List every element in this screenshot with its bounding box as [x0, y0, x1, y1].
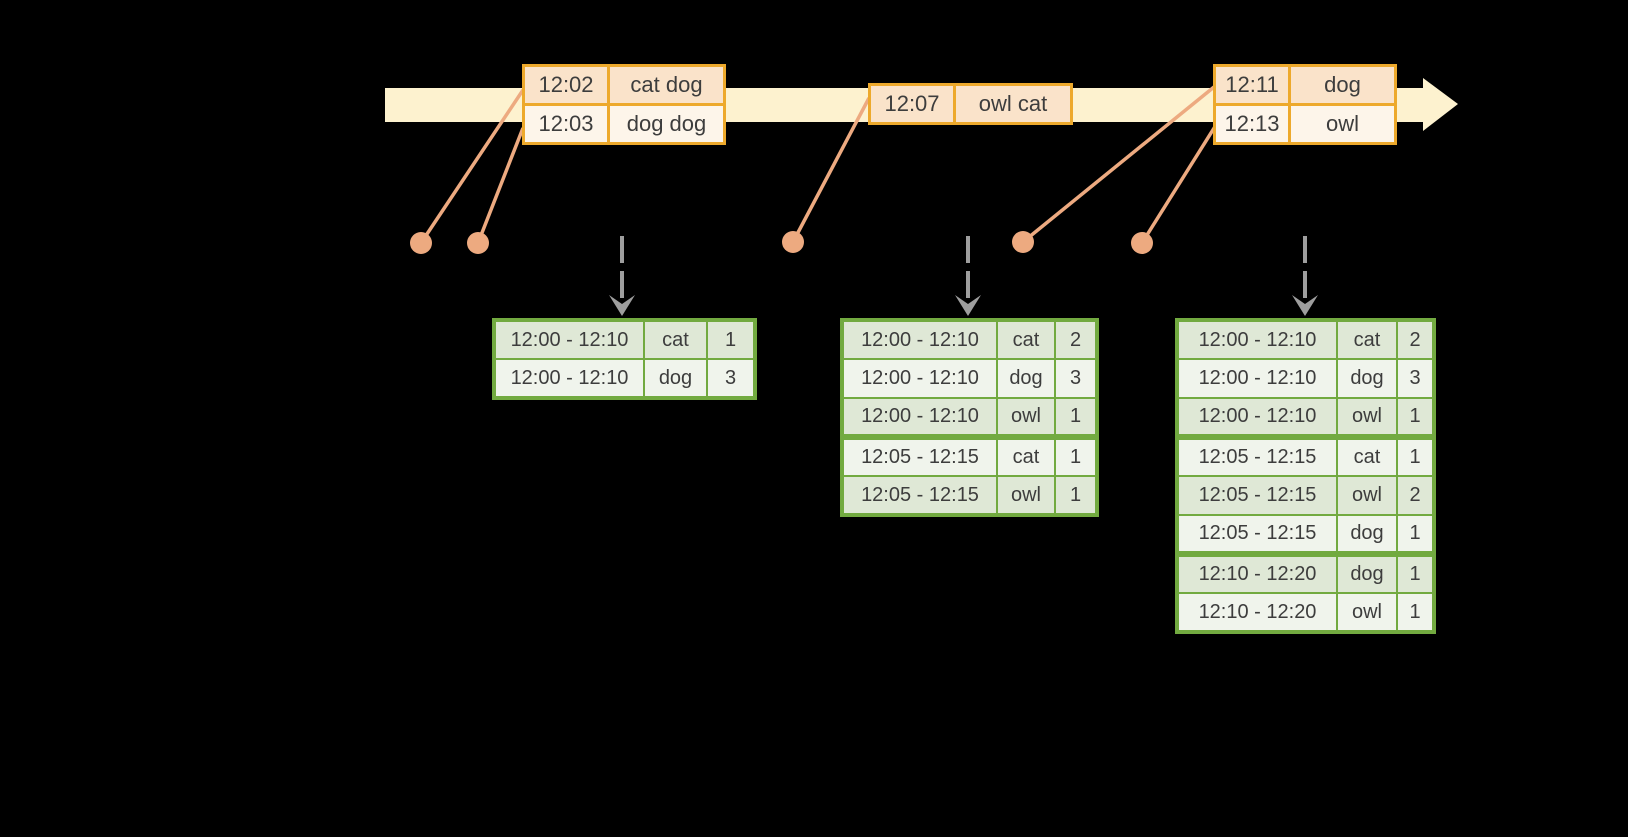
window-cell: 12:05 - 12:15 [1176, 434, 1338, 477]
event-connector-line-4 [1021, 85, 1216, 244]
event-time-cell: 12:13 [1213, 103, 1291, 145]
event-dot-4 [1012, 231, 1034, 253]
event-dot-2 [467, 232, 489, 254]
event-words-cell: owl [1288, 103, 1397, 145]
window-cell: 12:00 - 12:10 [1176, 358, 1338, 399]
window-cell: 12:05 - 12:15 [841, 434, 998, 477]
window-cell: 12:00 - 12:10 [841, 397, 998, 438]
word-cell: owl [996, 397, 1056, 438]
count-cell: 1 [1396, 551, 1435, 594]
event-time-cell: 12:03 [522, 103, 610, 145]
word-cell: dog [1336, 551, 1398, 594]
word-cell: owl [1336, 592, 1398, 633]
count-cell: 3 [706, 358, 756, 399]
count-cell: 1 [1396, 514, 1435, 555]
event-connector-line-2 [476, 127, 525, 244]
count-cell: 2 [1054, 319, 1098, 360]
word-cell: owl [1336, 475, 1398, 516]
window-cell: 12:00 - 12:10 [841, 358, 998, 399]
count-cell: 1 [1054, 475, 1098, 516]
window-cell: 12:05 - 12:15 [1176, 475, 1338, 516]
window-cell: 12:05 - 12:15 [841, 475, 998, 516]
word-cell: cat [643, 319, 708, 360]
word-cell: owl [996, 475, 1056, 516]
event-time-cell: 12:11 [1213, 64, 1291, 106]
word-cell: cat [1336, 434, 1398, 477]
count-cell: 1 [1396, 397, 1435, 438]
event-dot-3 [782, 231, 804, 253]
word-cell: dog [643, 358, 708, 399]
count-cell: 1 [706, 319, 756, 360]
word-cell: cat [1336, 319, 1398, 360]
count-cell: 1 [1054, 434, 1098, 477]
word-cell: dog [1336, 514, 1398, 555]
window-cell: 12:10 - 12:20 [1176, 592, 1338, 633]
window-cell: 12:00 - 12:10 [1176, 319, 1338, 360]
window-cell: 12:00 - 12:10 [841, 319, 998, 360]
event-words-cell: cat dog [607, 64, 726, 106]
word-cell: dog [1336, 358, 1398, 399]
event-connector-line-5 [1140, 124, 1218, 244]
event-dot-5 [1131, 232, 1153, 254]
count-cell: 2 [1396, 475, 1435, 516]
window-cell: 12:00 - 12:10 [1176, 397, 1338, 438]
count-cell: 1 [1054, 397, 1098, 438]
window-cell: 12:05 - 12:15 [1176, 514, 1338, 555]
count-cell: 2 [1396, 319, 1435, 360]
timeline-arrowhead-icon [1423, 78, 1458, 131]
word-cell: cat [996, 434, 1056, 477]
event-connector-line-1 [419, 89, 525, 244]
event-time-cell: 12:07 [868, 83, 956, 125]
count-cell: 3 [1396, 358, 1435, 399]
event-words-cell: dog [1288, 64, 1397, 106]
window-cell: 12:00 - 12:10 [493, 319, 645, 360]
count-cell: 1 [1396, 592, 1435, 633]
count-cell: 1 [1396, 434, 1435, 477]
trigger-arrowhead-icon-3 [1292, 295, 1318, 316]
event-dot-1 [410, 232, 432, 254]
trigger-arrowhead-icon-2 [955, 295, 981, 316]
event-words-cell: dog dog [607, 103, 726, 145]
trigger-arrowhead-icon-1 [609, 295, 635, 316]
window-cell: 12:00 - 12:10 [493, 358, 645, 399]
word-cell: dog [996, 358, 1056, 399]
event-connector-line-3 [791, 97, 871, 243]
event-time-cell: 12:02 [522, 64, 610, 106]
event-words-cell: owl cat [953, 83, 1073, 125]
word-cell: cat [996, 319, 1056, 360]
word-cell: owl [1336, 397, 1398, 438]
window-cell: 12:10 - 12:20 [1176, 551, 1338, 594]
count-cell: 3 [1054, 358, 1098, 399]
